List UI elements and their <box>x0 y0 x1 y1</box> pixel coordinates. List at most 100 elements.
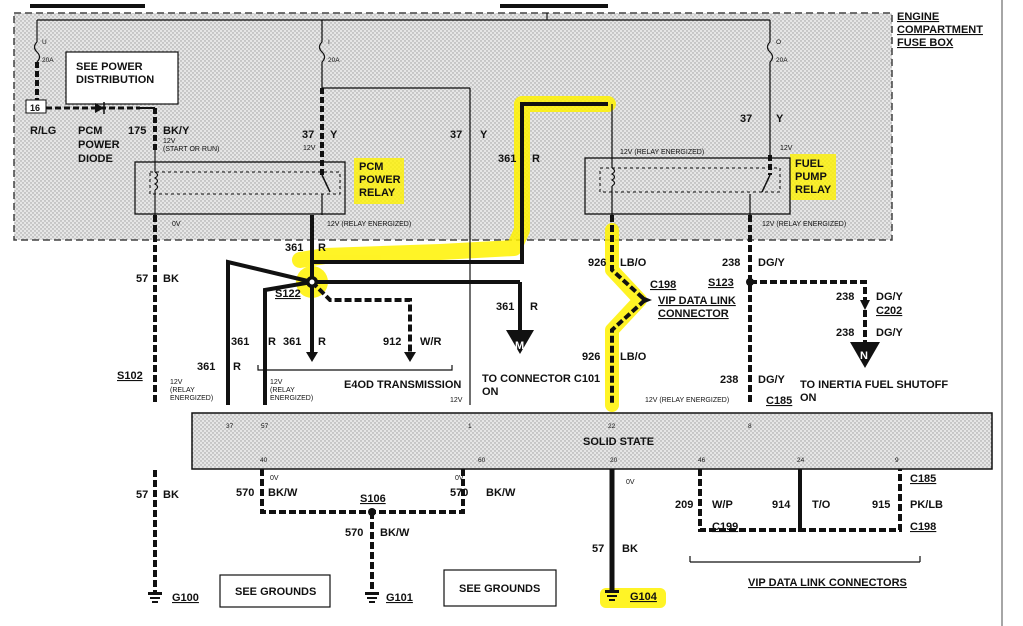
to-c101-line2: ON <box>482 386 499 398</box>
w361-s122-color: R <box>318 242 326 254</box>
fp-coil-icon <box>610 167 616 187</box>
s102-voltage-1: 12V <box>170 379 183 386</box>
w57-bk-circuit: 57 <box>136 273 148 285</box>
w361-right-circuit: 361 <box>496 301 514 313</box>
fuse-u-rating: 20A <box>42 57 54 64</box>
pin57-voltage-2: (RELAY <box>270 387 295 394</box>
w570-s106-color: BK/W <box>380 527 410 539</box>
fuse-u-symbol <box>33 41 41 63</box>
c185-label: C185 <box>766 395 792 407</box>
c198-b-label: C198 <box>910 521 936 533</box>
module-pin-9: 9 <box>895 457 899 464</box>
see-power-distribution-box <box>65 51 179 105</box>
module-pin-24: 24 <box>797 457 805 464</box>
w361-c-color: R <box>233 361 241 373</box>
wire-361-mid <box>263 280 313 405</box>
c199-label: C199 <box>712 521 738 533</box>
wire-570-loop <box>260 469 465 514</box>
gnd-left-voltage: 0V <box>270 475 279 482</box>
w570-l-color: BK/W <box>268 487 298 499</box>
module-pin-20: 20 <box>610 457 618 464</box>
to-inertia-line2: ON <box>800 392 817 404</box>
ground-g101-icon <box>365 592 379 595</box>
e4od-bracket <box>257 365 453 371</box>
ground-g104-icon-3 <box>609 599 615 601</box>
fuel-pump-relay-inner <box>599 167 781 193</box>
n-letter: N <box>860 350 868 362</box>
w570-r-color: BK/W <box>486 487 516 499</box>
ground-g104-icon <box>605 590 619 593</box>
diode-voltage-2: (START OR RUN) <box>163 146 219 153</box>
diode-icon <box>95 103 104 113</box>
w238-n-color: DG/Y <box>876 327 904 339</box>
module-pin-60: 60 <box>478 457 486 464</box>
g104-voltage: 0V <box>626 479 635 486</box>
highlight-pcm-relay-label <box>354 158 404 204</box>
ground-g100-icon-3 <box>152 601 158 603</box>
w912-color: W/R <box>420 336 441 348</box>
wire-37-y-circuit: 37 <box>450 129 462 141</box>
wire-238-to-n <box>750 280 867 300</box>
pcm-relay-label-2: POWER <box>359 174 401 186</box>
see-grounds-2: SEE GROUNDS <box>459 583 540 595</box>
w361-c-circuit: 361 <box>197 361 215 373</box>
w361-a-color: R <box>268 336 276 348</box>
to-inertia-line1: TO INERTIA FUEL SHUTOFF <box>800 379 948 391</box>
s122-label: S122 <box>275 288 301 300</box>
w238-circuit: 238 <box>722 257 740 269</box>
w57-g104-color: BK <box>622 543 638 555</box>
s102-voltage-2: (RELAY <box>170 387 195 394</box>
fp-in-color: Y <box>776 113 784 125</box>
w361-s122-circuit: 361 <box>285 242 303 254</box>
diode-wire-color: R/LG <box>30 125 56 137</box>
gnd-right-voltage: 0V <box>455 475 464 482</box>
fuse-o-id: O <box>776 39 781 46</box>
diode-pin: 16 <box>30 103 40 113</box>
pcm-coil-icon <box>153 171 159 191</box>
fuse-o-rating: 20A <box>776 57 788 64</box>
fuse-i-id: I <box>328 39 330 46</box>
c198-label: C198 <box>650 279 676 291</box>
c202-connector-icon <box>860 300 870 310</box>
fuse-o-symbol <box>766 41 774 63</box>
ground-g101-icon-3 <box>369 601 375 603</box>
diode-circuit-color: BK/Y <box>163 125 190 137</box>
w361-b-circuit: 361 <box>283 336 301 348</box>
module-pin-22: 22 <box>608 423 616 430</box>
ground-g100-icon-2 <box>150 597 160 599</box>
solid-state-module <box>191 412 993 470</box>
pcm-relay-inner <box>149 171 341 195</box>
w361-a-circuit: 361 <box>231 336 249 348</box>
fp-out-voltage: 12V (RELAY ENERGIZED) <box>762 221 846 228</box>
pcm-relay-label-1: PCM <box>359 161 383 173</box>
pcm-coil-voltage: 0V <box>172 221 181 228</box>
diode-label-2: POWER <box>78 139 120 151</box>
see-grounds-box-1 <box>219 574 331 608</box>
c198-connector-icon <box>642 296 652 304</box>
w238-c202-circuit: 238 <box>836 291 854 303</box>
w57-low-color: BK <box>163 489 179 501</box>
vip-connectors-label: VIP DATA LINK CONNECTORS <box>748 577 907 589</box>
to-c101-line1: TO CONNECTOR C101 <box>482 373 600 385</box>
wire-912-wr <box>310 280 412 352</box>
module-pin-57: 57 <box>261 423 269 430</box>
w238-low-color: DG/Y <box>758 374 786 386</box>
see-power-line1: SEE POWER <box>76 61 143 73</box>
s102-label: S102 <box>117 370 143 382</box>
n-arrow-icon <box>850 342 880 368</box>
fuse-u-id: U <box>42 39 47 46</box>
module-pin-40: 40 <box>260 457 268 464</box>
w209-circuit: 209 <box>675 499 693 511</box>
module-label: SOLID STATE <box>583 436 654 448</box>
fp-in-circuit: 37 <box>740 113 752 125</box>
pcm-in-circuit: 37 <box>302 129 314 141</box>
w361-top-color: R <box>532 153 540 165</box>
see-power-line2: DISTRIBUTION <box>76 74 154 86</box>
fuse-box-title-2: COMPARTMENT <box>897 24 983 36</box>
fp-relay-label-1: FUEL <box>795 158 824 170</box>
vip-label-1: VIP DATA LINK <box>658 295 736 307</box>
w57-bk-color: BK <box>163 273 179 285</box>
w361-right-color: R <box>530 301 538 313</box>
c202-label: C202 <box>876 305 902 317</box>
